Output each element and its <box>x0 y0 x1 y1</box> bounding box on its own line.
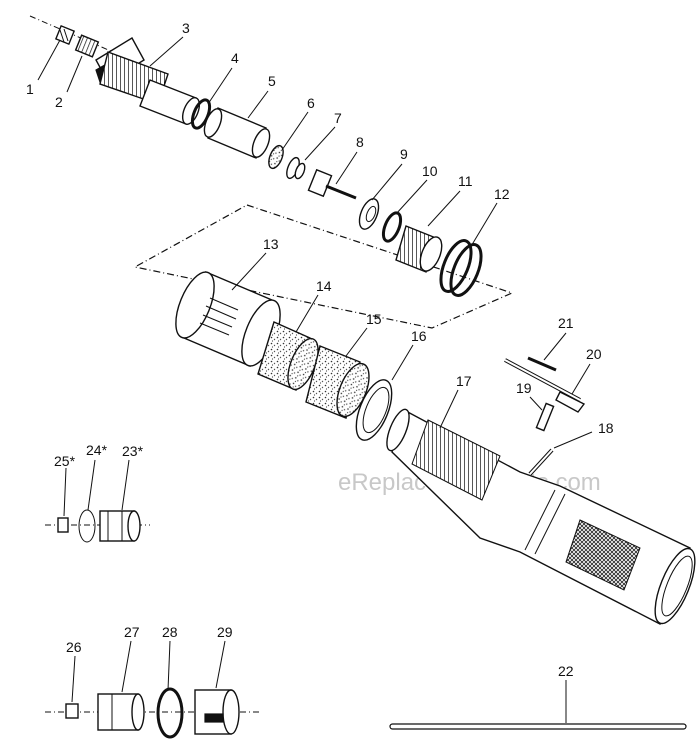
part-10-o-ring <box>381 211 403 243</box>
callout-5: 5 <box>268 73 276 89</box>
callout-1: 1 <box>26 81 34 97</box>
callout-11: 11 <box>458 173 473 189</box>
part-22-rod <box>389 723 687 730</box>
part-17-main-body <box>386 408 696 625</box>
callout-20: 20 <box>586 346 602 362</box>
part-7-valve <box>286 156 306 180</box>
part-12-double-o-ring <box>439 239 483 297</box>
part-5-sleeve <box>203 107 271 159</box>
callout-6: 6 <box>307 95 315 111</box>
callout-21: 21 <box>558 315 574 331</box>
callout-17: 17 <box>456 373 472 389</box>
callout-4: 4 <box>231 50 239 66</box>
part-3-threaded-housing <box>95 37 201 125</box>
callout-10: 10 <box>422 163 438 179</box>
part-28-o-ring <box>156 687 184 739</box>
callout-22: 22 <box>558 663 574 679</box>
part-14-muffler <box>257 321 319 391</box>
part-26-insert <box>65 703 79 719</box>
part-1-threaded-insert <box>54 24 76 46</box>
callout-8: 8 <box>356 134 364 150</box>
callout-13: 13 <box>263 236 279 252</box>
part-19-pin <box>535 402 555 432</box>
callout-19: 19 <box>516 380 532 396</box>
part-25-insert <box>57 517 69 533</box>
callout-18: 18 <box>598 420 614 436</box>
callout-7: 7 <box>334 110 342 126</box>
callout-29: 29 <box>217 624 233 640</box>
callout-23: 23* <box>122 443 144 459</box>
callout-14: 14 <box>316 278 332 294</box>
part-2-spring <box>74 34 100 58</box>
part-11-knurled-ring <box>395 225 443 273</box>
callout-27: 27 <box>124 624 140 640</box>
assembly-axis-top <box>29 15 121 56</box>
part-27-collet-nut <box>97 693 145 731</box>
part-15-muffler <box>305 345 370 419</box>
part-20-lever <box>504 358 586 413</box>
callout-9: 9 <box>400 146 408 162</box>
part-16-ring <box>355 379 393 441</box>
part-9-washer <box>358 198 380 230</box>
part-4-o-ring <box>190 98 212 130</box>
callout-28: 28 <box>162 624 178 640</box>
part-23-collet <box>99 510 141 542</box>
callout-15: 15 <box>366 311 382 327</box>
part-21-small-pin <box>527 356 557 372</box>
part-6-filter-disc <box>268 144 284 170</box>
part-8-valve-stem <box>307 168 357 200</box>
callout-2: 2 <box>55 94 63 110</box>
part-24-o-ring <box>78 509 96 543</box>
part-18-set-screw <box>528 448 554 476</box>
leader-lines <box>37 36 593 723</box>
part-29-collet <box>194 689 240 735</box>
part-13-vented-sleeve <box>175 271 281 367</box>
callout-24: 24* <box>86 442 108 458</box>
callout-25: 25* <box>54 453 76 469</box>
callout-26: 26 <box>66 639 82 655</box>
callout-3: 3 <box>182 20 190 36</box>
callout-16: 16 <box>411 328 427 344</box>
callout-12: 12 <box>494 186 510 202</box>
